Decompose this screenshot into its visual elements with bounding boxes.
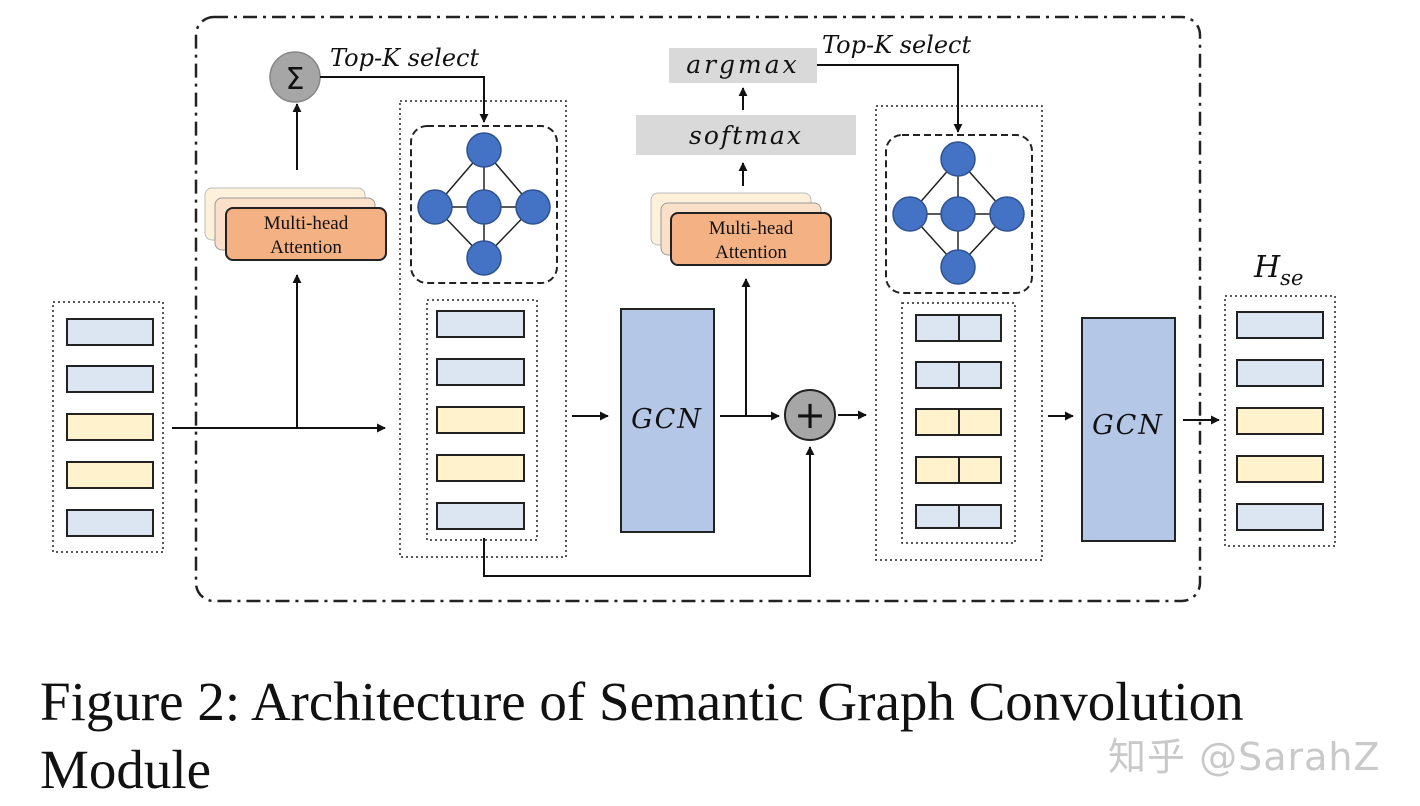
graph-1-feature-2 bbox=[436, 358, 525, 386]
input-feature-1 bbox=[66, 318, 154, 346]
output-feature-5 bbox=[1236, 503, 1324, 531]
graph-2-node-center bbox=[940, 196, 976, 232]
input-feature-3 bbox=[66, 413, 154, 441]
figure-caption: Figure 2: Architecture of Semantic Graph… bbox=[40, 671, 1244, 800]
attention-block-1: Multi-head Attention bbox=[204, 187, 387, 261]
sum-operator: Σ bbox=[269, 51, 321, 103]
module-border bbox=[194, 15, 1202, 603]
graph-1-node-right bbox=[515, 189, 551, 225]
input-feature-5 bbox=[66, 509, 154, 537]
attention-1-front bbox=[225, 207, 387, 261]
attention-block-2: Multi-head Attention bbox=[650, 192, 832, 266]
gcn-block-2: GCN bbox=[1081, 317, 1176, 542]
output-feature-4 bbox=[1236, 455, 1324, 483]
attention-1-line-2: Attention bbox=[270, 237, 342, 258]
residual-connection-arrow bbox=[483, 446, 815, 577]
argmax-label: argmax bbox=[686, 50, 800, 79]
output-label-sub: se bbox=[1280, 266, 1303, 290]
graph-block-1 bbox=[399, 100, 567, 558]
top-k-arrow-2 bbox=[817, 64, 963, 133]
graph-1-feature-1 bbox=[436, 310, 525, 338]
attention-2-line-1: Multi-head bbox=[709, 218, 794, 239]
sum-symbol: Σ bbox=[286, 62, 305, 97]
softmax-label: softmax bbox=[689, 121, 803, 150]
graph-1-node-bottom bbox=[466, 240, 502, 276]
output-label: Hse bbox=[1253, 250, 1303, 290]
graph-1-feature-4 bbox=[436, 454, 525, 482]
output-feature-2 bbox=[1236, 359, 1324, 387]
graph-1-node-box bbox=[410, 125, 558, 284]
plus-operator: + bbox=[784, 389, 836, 441]
graph-2-feature-5 bbox=[915, 504, 1002, 529]
graph-2-node-box bbox=[885, 134, 1033, 294]
top-k-arrow-1 bbox=[320, 76, 489, 123]
graph-2-node-right bbox=[989, 196, 1025, 232]
top-k-label-2: Top-K select bbox=[822, 31, 971, 59]
graph-2-feature-2 bbox=[915, 361, 1002, 389]
graph-block-2 bbox=[875, 105, 1043, 561]
graph-2-feature-3 bbox=[915, 408, 1002, 436]
gcn-1-label: GCN bbox=[631, 404, 703, 435]
input-feature-stack bbox=[52, 301, 164, 553]
graph-2-node-top bbox=[940, 141, 976, 177]
top-k-label-1: Top-K select bbox=[330, 44, 479, 72]
input-feature-4 bbox=[66, 461, 154, 489]
gcn-block-1: GCN bbox=[620, 308, 715, 533]
watermark: 知乎 @SarahZ bbox=[1108, 735, 1381, 779]
input-feature-2 bbox=[66, 365, 154, 393]
graph-2-node-left bbox=[892, 196, 928, 232]
graph-1-node-center bbox=[466, 189, 502, 225]
attention-1-line-1: Multi-head bbox=[264, 213, 349, 234]
gcn-2-label: GCN bbox=[1092, 410, 1164, 441]
attention-2-line-2: Attention bbox=[715, 242, 787, 263]
graph-1-feature-5 bbox=[436, 502, 525, 530]
output-feature-1 bbox=[1236, 311, 1324, 339]
output-feature-stack bbox=[1224, 295, 1336, 547]
graph-1-node-left bbox=[417, 189, 453, 225]
output-feature-3 bbox=[1236, 407, 1324, 435]
argmax-block: argmax bbox=[669, 48, 817, 83]
graph-1-feature-3 bbox=[436, 406, 525, 434]
graph-1-node-top bbox=[466, 132, 502, 168]
graph-2-feature-1 bbox=[915, 314, 1002, 342]
plus-symbol: + bbox=[794, 393, 826, 437]
attention-2-front bbox=[670, 212, 832, 266]
output-label-base: H bbox=[1253, 250, 1281, 285]
graph-2-feature-4 bbox=[915, 456, 1002, 484]
softmax-block: softmax bbox=[636, 115, 856, 155]
graph-2-node-bottom bbox=[940, 249, 976, 285]
